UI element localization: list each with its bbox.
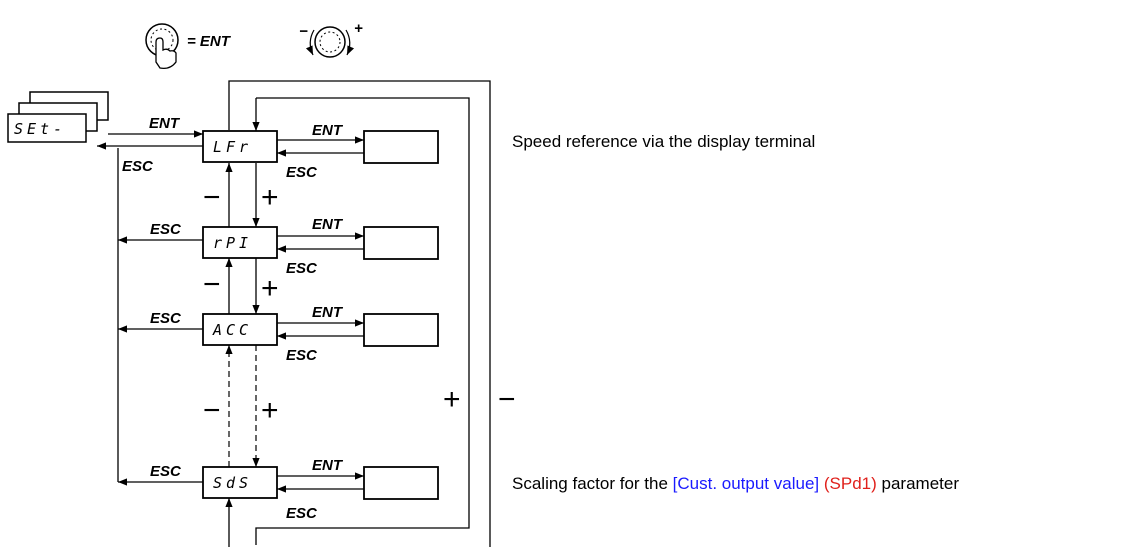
param-box-rpi[interactable]: rPI: [202, 226, 278, 259]
ent-label-sds: ENT: [312, 457, 344, 474]
set-menu-code: SEt-: [14, 120, 66, 138]
esc-label-lfr: ESC: [286, 164, 318, 181]
esc-label-rpi-left: ESC: [150, 221, 182, 238]
esc-label-sds-left: ESC: [150, 463, 182, 480]
rotate-plus-label: +: [354, 20, 363, 37]
param-box-sds[interactable]: SdS: [202, 466, 278, 499]
description-sds-keyword: [Cust. output value]: [672, 474, 820, 493]
ent-label-rpi: ENT: [312, 216, 344, 233]
minus-lfr: −: [203, 181, 221, 214]
description-lfr: Speed reference via the display terminal: [512, 132, 816, 151]
dial-press-icon: [145, 23, 179, 70]
param-code-acc: ACC: [212, 321, 252, 339]
esc-label-set: ESC: [122, 158, 154, 175]
description-sds: Scaling factor for the [Cust. output val…: [512, 474, 959, 494]
loop-lines: [228, 80, 491, 547]
description-sds-code: (SPd1): [823, 474, 877, 493]
plus-loop: +: [443, 383, 461, 416]
ent-label-acc: ENT: [312, 304, 344, 321]
esc-label-acc-left: ESC: [150, 310, 182, 327]
value-box-acc[interactable]: [363, 313, 439, 347]
ent-label-lfr: ENT: [312, 122, 344, 139]
param-code-rpi: rPI: [213, 234, 252, 252]
ent-legend-label: = ENT: [187, 33, 232, 50]
dial-rotate-icon: [305, 26, 355, 58]
rotate-minus-label: −: [299, 23, 308, 40]
param-code-lfr: LFr: [213, 138, 252, 156]
esc-label-sds: ESC: [286, 505, 318, 522]
ent-label-set: ENT: [149, 115, 181, 132]
description-sds-suffix: parameter: [876, 474, 959, 493]
description-sds-prefix: Scaling factor for the: [512, 474, 673, 493]
set-menu-box: SEt-: [7, 91, 109, 143]
param-box-acc[interactable]: ACC: [202, 313, 278, 346]
minus-loop: −: [498, 383, 516, 416]
value-box-rpi[interactable]: [363, 226, 439, 260]
esc-label-acc: ESC: [286, 347, 318, 364]
minus-acc: −: [203, 394, 221, 427]
esc-label-rpi: ESC: [286, 260, 318, 277]
param-code-sds: SdS: [213, 474, 252, 492]
minus-rpi: −: [203, 268, 221, 301]
value-box-lfr[interactable]: [363, 130, 439, 164]
plus-acc: +: [261, 394, 279, 427]
plus-rpi: +: [261, 272, 279, 305]
param-box-lfr[interactable]: LFr: [202, 130, 278, 163]
plus-lfr: +: [261, 181, 279, 214]
value-box-sds[interactable]: [363, 466, 439, 500]
